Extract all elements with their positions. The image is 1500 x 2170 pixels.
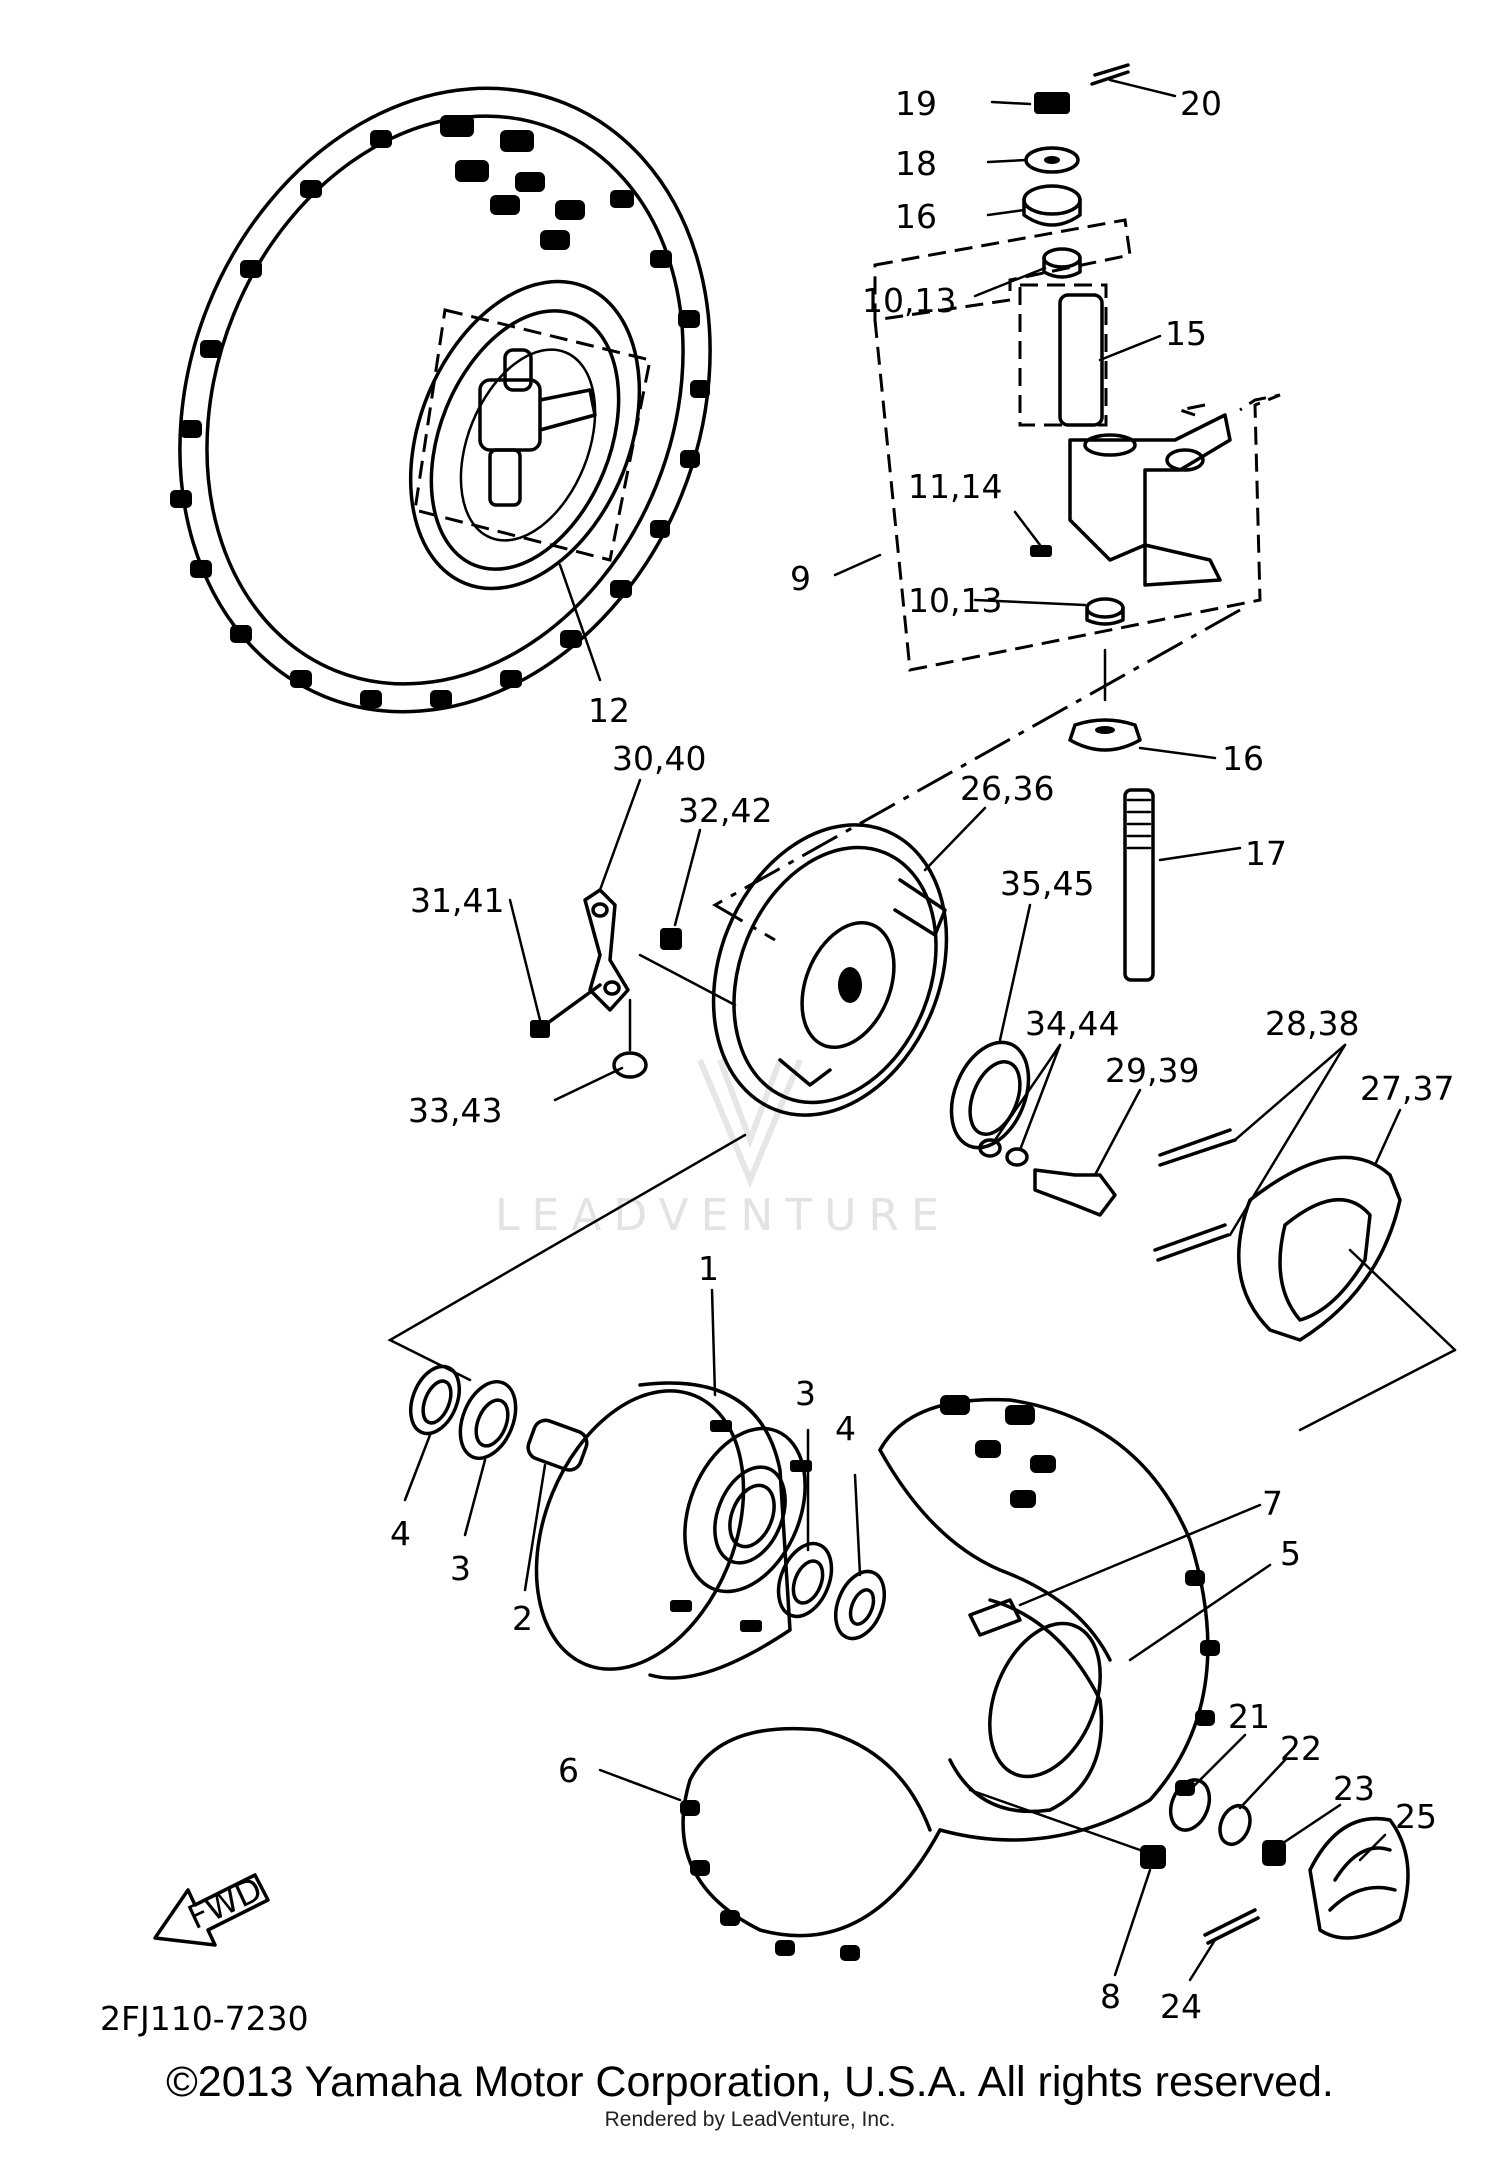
callout-32-42: 32,42 bbox=[678, 791, 772, 830]
callout-11-14: 11,14 bbox=[908, 467, 1002, 506]
callout-3-right: 3 bbox=[795, 1374, 816, 1413]
diagram-code: 2FJ110-7230 bbox=[100, 1999, 309, 2038]
callout-29-39: 29,39 bbox=[1105, 1051, 1199, 1090]
callout-16-top: 16 bbox=[895, 197, 937, 236]
fwd-label: FWD bbox=[182, 1869, 268, 1937]
callout-30-40: 30,40 bbox=[612, 739, 706, 778]
callout-9: 9 bbox=[790, 559, 811, 598]
knuckle-assembly bbox=[873, 63, 1281, 982]
callout-21: 21 bbox=[1228, 1697, 1270, 1736]
brake-plate bbox=[530, 823, 1457, 1352]
callout-20: 20 bbox=[1180, 84, 1222, 123]
callout-3-left: 3 bbox=[450, 1549, 471, 1588]
callout-4-left: 4 bbox=[390, 1514, 411, 1553]
callout-18: 18 bbox=[895, 144, 937, 183]
callout-26-36: 26,36 bbox=[960, 769, 1054, 808]
callout-labels: 19 20 18 16 10,13 15 11,14 9 10,13 12 16… bbox=[390, 84, 1454, 2026]
callout-12: 12 bbox=[588, 691, 630, 730]
callout-24: 24 bbox=[1160, 1987, 1202, 2026]
callout-28-38: 28,38 bbox=[1265, 1004, 1359, 1043]
callout-10-13-bottom: 10,13 bbox=[908, 581, 1002, 620]
callout-25: 25 bbox=[1395, 1797, 1437, 1836]
copyright-notice: ©2013 Yamaha Motor Corporation, U.S.A. A… bbox=[166, 2058, 1334, 2106]
callout-34-44: 34,44 bbox=[1025, 1004, 1119, 1043]
callout-19: 19 bbox=[895, 84, 937, 123]
hub-and-wheel bbox=[409, 1364, 1410, 1961]
callout-7: 7 bbox=[1262, 1484, 1283, 1523]
leader-lines bbox=[403, 78, 1402, 1982]
watermark-logo: LEADVENTURE bbox=[495, 1058, 951, 1241]
watermark-text: LEADVENTURE bbox=[495, 1190, 951, 1241]
callout-17: 17 bbox=[1245, 834, 1287, 873]
callout-2: 2 bbox=[512, 1599, 533, 1638]
fwd-arrow-icon: FWD bbox=[153, 1869, 270, 1947]
assembled-wheel bbox=[170, 86, 712, 714]
callout-23: 23 bbox=[1333, 1769, 1375, 1808]
callout-16-bottom: 16 bbox=[1222, 739, 1264, 778]
rendered-by-note: Rendered by LeadVenture, Inc. bbox=[604, 2108, 896, 2131]
callout-33-43: 33,43 bbox=[408, 1091, 502, 1130]
callout-15: 15 bbox=[1165, 314, 1207, 353]
callout-6: 6 bbox=[558, 1751, 579, 1790]
callout-5: 5 bbox=[1280, 1534, 1301, 1573]
callout-31-41: 31,41 bbox=[410, 881, 504, 920]
callout-4-right: 4 bbox=[835, 1409, 856, 1448]
callout-22: 22 bbox=[1280, 1729, 1322, 1768]
callout-1: 1 bbox=[698, 1249, 719, 1288]
callout-10-13-top: 10,13 bbox=[862, 281, 956, 320]
callout-27-37: 27,37 bbox=[1360, 1069, 1454, 1108]
callout-35-45: 35,45 bbox=[1000, 864, 1094, 903]
callout-8: 8 bbox=[1100, 1977, 1121, 2016]
